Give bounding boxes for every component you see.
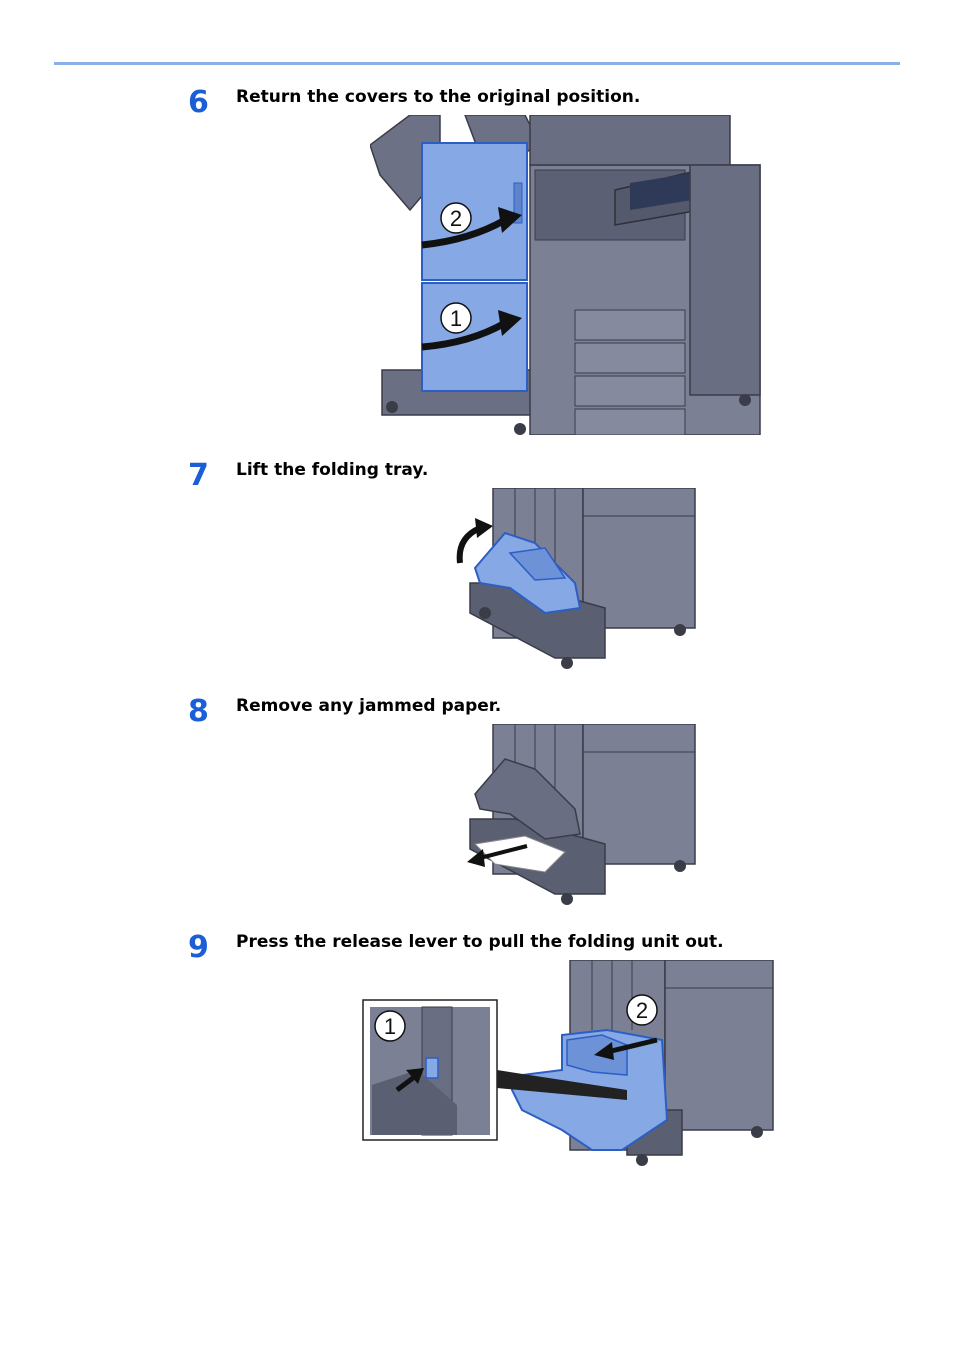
step-7-illustration [455,488,697,670]
step-6-callout-2: 2 [440,202,472,234]
step-7-instruction: Lift the folding tray. [236,460,429,480]
step-6-number: 6 [188,85,209,120]
step-9-illustration: 1 2 [362,960,776,1170]
step-9-instruction: Press the release lever to pull the fold… [236,932,724,952]
svg-text:1: 1 [384,1014,396,1039]
step-9-callout-2: 2 [626,994,658,1026]
step-6-illustration: 2 1 [370,115,766,435]
step-6-instruction: Return the covers to the original positi… [236,87,641,107]
step-9-callout-1: 1 [374,1010,406,1042]
svg-text:2: 2 [450,206,462,231]
header-rule [54,62,900,65]
svg-text:2: 2 [636,998,648,1023]
svg-text:1: 1 [450,306,462,331]
step-8-illustration [455,724,697,906]
step-7-number: 7 [188,458,209,493]
step-6-callout-1: 1 [440,302,472,334]
step-8-number: 8 [188,694,209,729]
step-8-instruction: Remove any jammed paper. [236,696,502,716]
step-9-number: 9 [188,930,209,965]
